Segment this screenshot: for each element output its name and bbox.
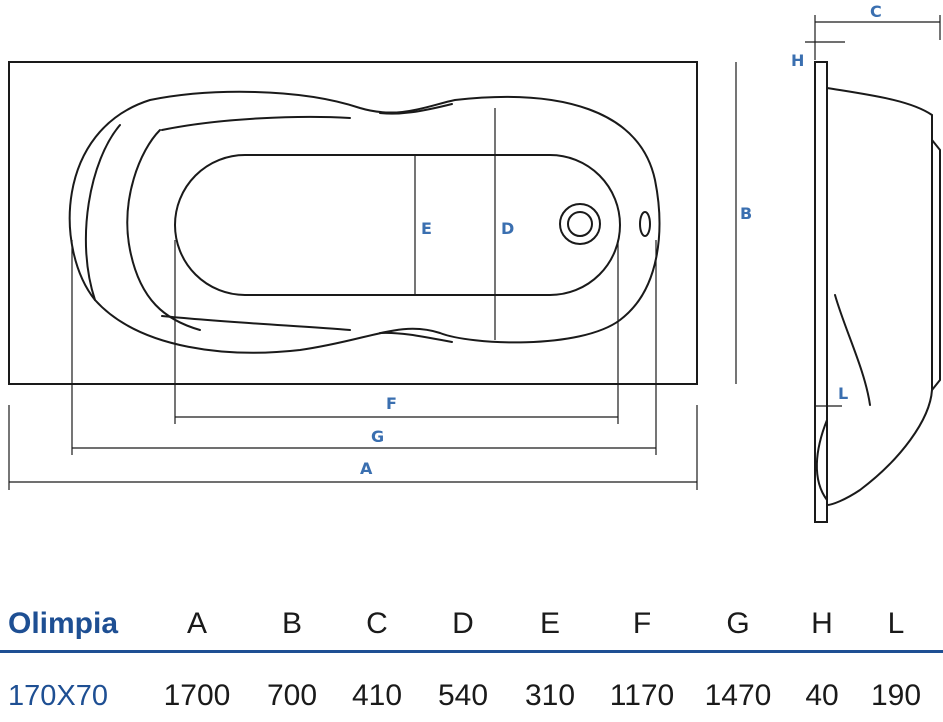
table-divider <box>0 650 943 653</box>
armrest-curve-bottom <box>161 315 351 331</box>
tub-top-view-outline <box>8 61 698 385</box>
tub-leg-curve-lower <box>815 419 828 501</box>
col-header-A: A <box>186 607 207 640</box>
tub-rim-contour-left <box>84 124 121 301</box>
spec-values: 170X70 1700 700 410 540 310 1170 1470 40… <box>0 670 943 722</box>
overflow-icon <box>639 211 651 237</box>
col-header-E: E <box>539 607 560 640</box>
dim-label-C: C <box>870 2 882 21</box>
tub-inner-rim <box>126 129 201 331</box>
col-header-D: D <box>452 607 474 640</box>
value-C: 410 <box>351 679 403 712</box>
value-B: 700 <box>266 679 318 712</box>
value-A: 1700 <box>163 679 231 712</box>
armrest-curve-top <box>161 115 351 131</box>
value-F: 1170 <box>609 679 675 712</box>
col-header-G: G <box>726 607 750 640</box>
dim-label-A: A <box>360 459 373 478</box>
dim-label-F: F <box>386 394 397 413</box>
col-header-C: C <box>366 607 388 640</box>
value-L: 190 <box>870 679 922 712</box>
spec-header-row: Olimpia A B C D E F G H L <box>0 598 943 650</box>
value-E: 310 <box>524 679 576 712</box>
col-header-L: L <box>887 607 905 640</box>
bottom-ridge <box>379 331 453 343</box>
dim-label-D: D <box>501 219 514 238</box>
col-header-F: F <box>632 607 652 640</box>
model-size: 170X70 <box>8 680 108 712</box>
dim-label-H: H <box>791 51 804 70</box>
value-H: 40 <box>805 679 839 712</box>
spec-table: Olimpia A B C D E F G H L <box>0 598 943 650</box>
tub-side-rib <box>931 139 941 391</box>
col-header-H: H <box>811 607 833 640</box>
drain-outer <box>559 203 601 245</box>
spec-value-row: 170X70 1700 700 410 540 310 1170 1470 40… <box>0 670 943 722</box>
dim-label-G: G <box>371 427 384 446</box>
tub-side-view-rim <box>814 61 828 523</box>
value-D: 540 <box>437 679 489 712</box>
bathtub-technical-drawing: A B C D E F G H L <box>8 2 941 523</box>
tub-basin <box>174 154 621 296</box>
dim-label-L: L <box>838 384 848 403</box>
tub-leg-curve <box>834 294 871 406</box>
col-header-B: B <box>281 607 302 640</box>
drain-inner <box>567 211 593 237</box>
value-G: 1470 <box>704 679 772 712</box>
top-ridge <box>379 103 453 115</box>
dim-label-E: E <box>421 219 432 238</box>
tub-side-profile <box>826 87 933 506</box>
product-name: Olimpia <box>8 607 119 640</box>
dim-label-B: B <box>740 204 752 223</box>
tub-rim-outline <box>68 90 661 354</box>
